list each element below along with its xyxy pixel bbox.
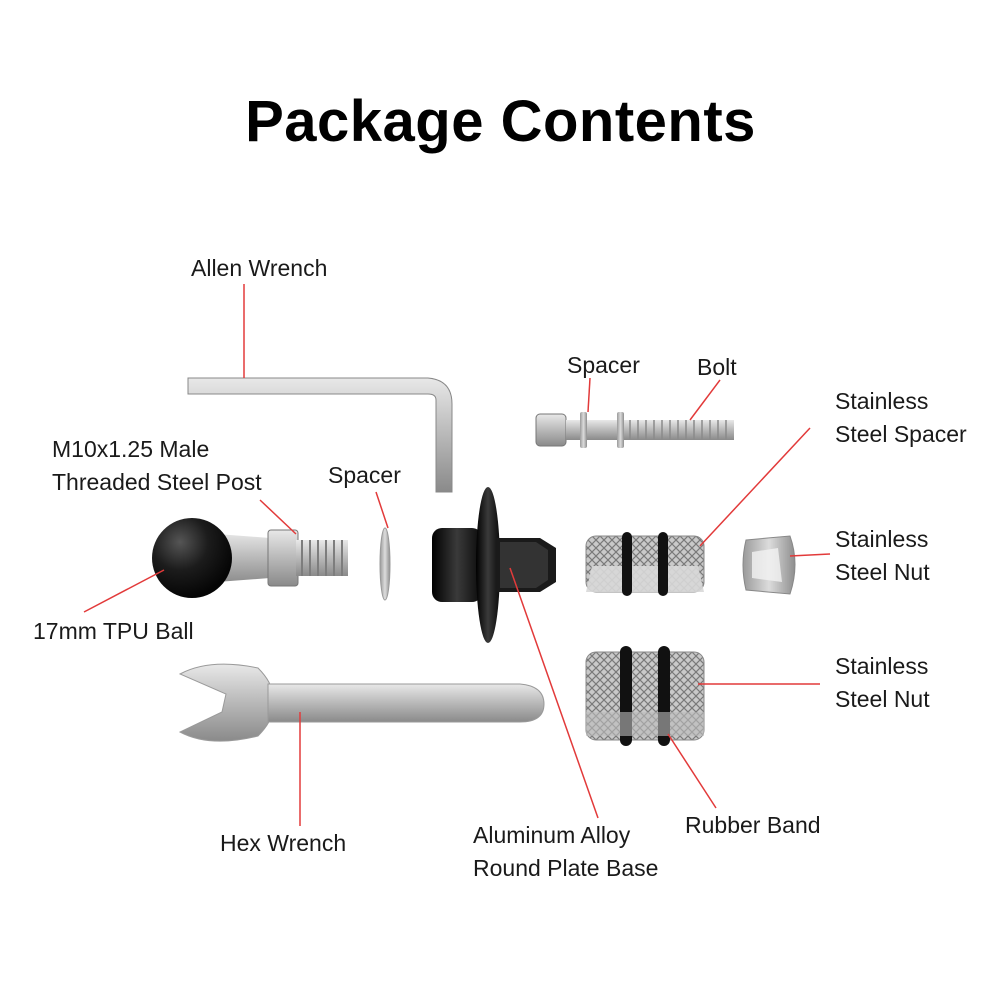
round-plate-base-graphic [432,487,556,643]
label-bolt: Bolt [697,354,737,380]
label-stainless-steel-nut-a-1: Stainless [835,526,929,552]
label-spacer-mid: Spacer [328,462,401,488]
label-threaded-post-2: Threaded Steel Post [52,469,262,495]
allen-wrench-graphic [187,377,453,493]
stainless-steel-nut-large-graphic [585,646,705,746]
label-stainless-steel-nut-a-2: Steel Nut [835,559,930,585]
label-allen-wrench: Allen Wrench [191,255,328,281]
stainless-steel-spacer-graphic [585,532,705,596]
label-stainless-steel-nut-b-2: Steel Nut [835,686,930,712]
label-hex-wrench: Hex Wrench [220,830,347,856]
label-threaded-post-1: M10x1.25 Male [52,436,210,462]
tpu-ball-graphic [152,518,232,598]
label-rubber-band: Rubber Band [685,812,821,838]
spacer-graphic [379,527,391,601]
page-title: Package Contents [245,89,756,154]
label-plate-base-1: Aluminum Alloy [473,822,631,848]
bolt-graphic [535,412,734,448]
label-spacer-top: Spacer [567,352,640,378]
leader-lines [83,284,831,826]
label-stainless-steel-spacer-2: Steel Spacer [835,421,967,447]
label-stainless-steel-nut-b-1: Stainless [835,653,929,679]
hex-wrench-graphic [178,663,545,742]
label-tpu-ball: 17mm TPU Ball [33,618,194,644]
stainless-steel-nut-small-graphic [742,535,796,595]
label-plate-base-2: Round Plate Base [473,855,659,881]
threaded-post-graphic [152,518,348,598]
label-stainless-steel-spacer-1: Stainless [835,388,929,414]
